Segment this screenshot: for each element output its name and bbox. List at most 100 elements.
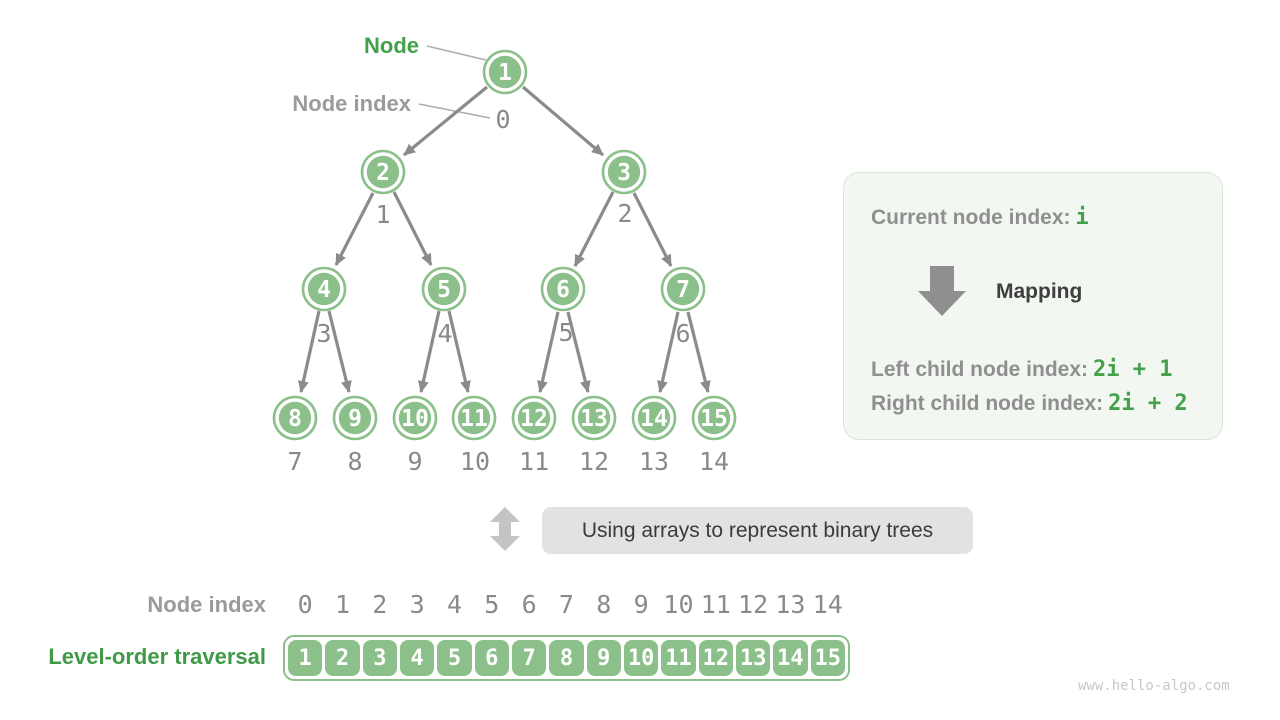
tree-node: 13	[571, 395, 617, 441]
binary-tree-diagram: Node Node index 1 2 3	[272, 33, 737, 476]
current-node-index-value: i	[1075, 205, 1089, 230]
tree-node-value: 14	[640, 406, 668, 432]
tree-node: 11	[451, 395, 497, 441]
tree-node-index: 11	[519, 447, 549, 476]
index-cell: 0	[297, 590, 313, 619]
tree-edge	[686, 311, 711, 393]
tree-node-index: 2	[617, 199, 632, 228]
watermark: www.hello-algo.com	[1078, 678, 1230, 694]
tree-node-index: 8	[347, 447, 362, 476]
node-index-row-label: Node index	[147, 592, 266, 617]
index-cell: 13	[775, 590, 806, 619]
index-row: 0 1 2 3 4 5 6 7 8 9 10 11 12 13 14	[283, 590, 850, 620]
caption-pill: Using arrays to represent binary trees	[542, 507, 973, 554]
tree-node-index: 14	[699, 447, 729, 476]
tree-node: 7	[660, 266, 706, 312]
tree-edge	[334, 192, 375, 266]
array-cell: 11	[661, 640, 696, 676]
mapping-label: Mapping	[996, 280, 1083, 303]
node-index-callout-leader-line	[418, 103, 491, 119]
array-cell: 2	[325, 640, 360, 676]
tree-edge	[537, 311, 560, 393]
caption-text: Using arrays to represent binary trees	[581, 518, 934, 542]
tree-node: 1	[482, 49, 528, 95]
up-down-arrow-icon	[490, 507, 520, 551]
array-cell: 1	[288, 640, 323, 676]
tree-node: 10	[392, 395, 438, 441]
tree-node-value: 13	[580, 406, 608, 432]
node-callout-leader-line	[426, 45, 487, 61]
array-cell: 6	[474, 640, 509, 676]
tree-node: 8	[272, 395, 318, 441]
tree-node-value: 12	[520, 406, 548, 432]
index-cell: 4	[446, 590, 462, 619]
index-cell: 7	[558, 590, 574, 619]
array-cell: 8	[549, 640, 584, 676]
tree-node-value: 5	[437, 277, 451, 303]
tree-edge	[632, 192, 673, 267]
node-callout-label: Node	[364, 33, 419, 58]
node-index-callout-label: Node index	[292, 91, 411, 116]
mapping-info-panel: Current node index:i Mapping Left child …	[843, 172, 1223, 440]
index-cell: 11	[700, 590, 731, 619]
tree-node-value: 1	[498, 60, 512, 86]
level-order-traversal-label: Level-order traversal	[48, 644, 266, 669]
tree-node: 14	[631, 395, 677, 441]
tree-node-index: 3	[316, 319, 331, 348]
tree-edge	[418, 310, 441, 393]
array-cell: 15	[810, 640, 845, 676]
array-cell: 5	[437, 640, 472, 676]
tree-node-index: 13	[639, 447, 669, 476]
array-cell: 13	[735, 640, 771, 676]
tree-node-index: 0	[495, 105, 510, 134]
tree-node: 15	[691, 395, 737, 441]
tree-node-value: 7	[676, 277, 690, 303]
tree-node-index: 1	[375, 200, 390, 229]
tree-edge	[521, 85, 605, 157]
index-cell: 12	[738, 590, 769, 619]
tree-node-index: 9	[407, 447, 422, 476]
tree-node-value: 11	[460, 406, 488, 432]
index-cell: 1	[334, 590, 351, 619]
tree-node-value: 15	[700, 406, 728, 432]
tree-node-value: 4	[317, 277, 331, 303]
tree-node-index: 6	[675, 319, 690, 348]
down-block-arrow-icon	[918, 266, 966, 316]
tree-node-index: 4	[437, 319, 452, 348]
tree-edge	[392, 191, 433, 266]
index-cell: 9	[633, 590, 649, 619]
array-cell: 12	[698, 640, 733, 676]
index-cell: 3	[409, 590, 425, 619]
right-child-index-value: 2i + 2	[1108, 391, 1188, 416]
tree-node-value: 10	[401, 406, 429, 432]
left-child-index-line: Left child node index:2i + 1	[871, 358, 1173, 382]
tree-node: 3	[601, 149, 647, 195]
tree-node: 6	[540, 266, 586, 312]
tree-node-value: 2	[376, 160, 390, 186]
array-cell: 10	[623, 640, 659, 676]
tree-node-index: 12	[579, 447, 609, 476]
tree-node-index: 10	[460, 447, 490, 476]
array-cell: 7	[511, 640, 547, 676]
index-cell: 10	[663, 590, 694, 619]
current-node-index-label: Current node index:	[871, 206, 1071, 229]
tree-node-index: 7	[287, 447, 302, 476]
tree-node-value: 8	[288, 406, 302, 432]
index-cell: 5	[484, 590, 500, 619]
tree-edge	[298, 310, 321, 393]
tree-node: 12	[511, 395, 557, 441]
tree-edge	[657, 311, 680, 393]
tree-node: 5	[421, 266, 467, 312]
tree-edge	[447, 310, 471, 393]
tree-node: 4	[301, 266, 347, 312]
index-cell: 8	[596, 590, 612, 619]
array-cell: 4	[399, 640, 435, 676]
index-cell: 2	[372, 590, 388, 619]
index-cell: 14	[812, 590, 843, 619]
tree-node-value: 6	[556, 277, 570, 303]
array-cell: 3	[362, 640, 397, 676]
array-cell: 9	[586, 640, 621, 676]
array-cell: 14	[773, 640, 808, 676]
right-child-index-label: Right child node index:	[871, 392, 1104, 415]
current-node-index-line: Current node index:i	[871, 206, 1089, 230]
